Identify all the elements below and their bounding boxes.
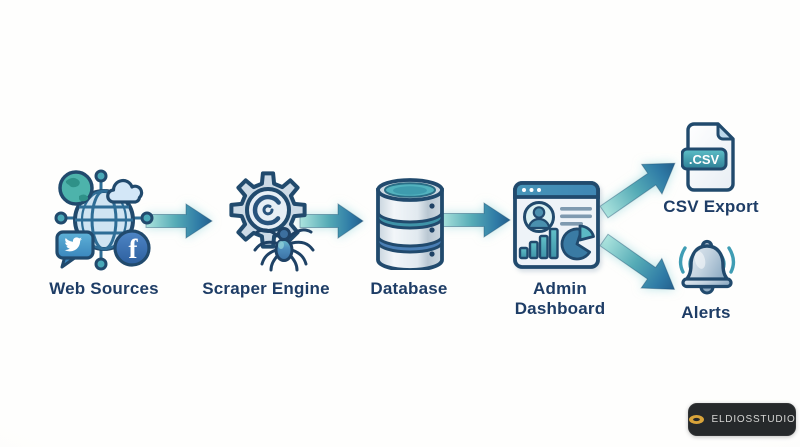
database-icon — [376, 178, 444, 270]
admin-dashboard-icon — [513, 181, 600, 269]
label-admin-dashboard: Admin Dashboard — [514, 279, 606, 318]
label-web-sources: Web Sources — [49, 279, 159, 298]
arrow-database-to-dashboard — [440, 202, 511, 238]
studio-name: ELDIOSSTUDIO — [711, 414, 796, 425]
label-alerts: Alerts — [681, 303, 731, 322]
db-band-low — [376, 235, 444, 254]
db-top-disc — [376, 178, 444, 202]
network-nodes — [54, 169, 154, 271]
earth-icon — [58, 170, 94, 206]
bar-chart-icon — [518, 227, 559, 260]
facebook-icon: f — [113, 229, 151, 267]
studio-watermark: ELDIOSSTUDIO — [688, 403, 796, 436]
studio-logo-icon — [689, 415, 705, 424]
browser-titlebar — [513, 181, 600, 199]
label-database: Database — [370, 279, 448, 298]
db-band-mid — [376, 211, 444, 230]
svg-text:.CSV: .CSV — [689, 152, 720, 167]
label-scraper-engine: Scraper Engine — [202, 279, 330, 298]
alerts-bell-icon — [678, 239, 736, 295]
db-dots — [429, 203, 435, 257]
label-csv-export: CSV Export — [663, 197, 759, 216]
scraper-engine-icon — [229, 171, 315, 272]
text-lines — [560, 207, 592, 226]
pie-chart-icon — [560, 224, 595, 261]
bell-icon — [681, 239, 733, 295]
cloud-icon — [106, 178, 144, 204]
csv-file-icon: .CSV — [681, 122, 735, 192]
svg-text:f: f — [129, 234, 139, 264]
avatar — [523, 201, 555, 233]
titlebar-dots — [522, 188, 541, 192]
twitter-icon — [55, 230, 95, 269]
web-sources-icon: f — [54, 169, 154, 271]
gear-icon — [229, 171, 307, 249]
spider-icon — [253, 227, 315, 272]
csv-badge: .CSV — [681, 147, 728, 171]
file-fold — [716, 122, 735, 141]
